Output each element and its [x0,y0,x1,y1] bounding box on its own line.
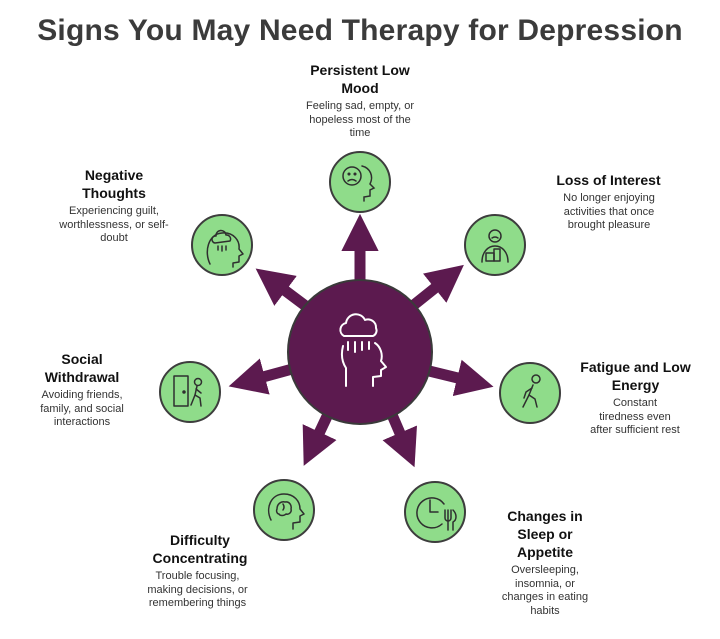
node-fatigue [499,362,561,424]
exit-door-icon [173,375,203,407]
heading-fatigue: Fatigue and Low Energy [580,359,691,393]
label-sleep-appetite: Changes in Sleep or Appetite Oversleepin… [495,507,595,618]
label-concentrating: Difficulty Concentrating Trouble focusin… [140,531,260,611]
node-negative-thoughts [191,214,253,276]
arrow-social-withdrawal [228,358,298,395]
sad-face-head-icon [342,165,376,202]
hub-rain-cloud-head-icon [339,313,387,387]
heading-sleep-appetite: Changes in Sleep or Appetite [507,508,583,560]
description-sleep-appetite: Oversleeping, insomnia, or changes in ea… [501,564,589,617]
description-fatigue: Constant tiredness even after sufficient… [590,397,680,436]
node-social-withdrawal [159,361,221,423]
node-persistent-low-mood [329,151,391,213]
node-sleep-appetite [404,481,466,543]
heading-social-withdrawal: Social Withdrawal [44,351,120,385]
heading-loss-of-interest: Loss of Interest [556,172,661,188]
heading-negative-thoughts: Negative Thoughts [82,167,146,201]
node-concentrating [253,479,315,541]
arrow-fatigue [423,359,494,397]
label-loss-of-interest: Loss of Interest No longer enjoying acti… [541,171,676,233]
clock-fork-icon [416,497,457,531]
heading-concentrating: Difficulty Concentrating [152,532,248,566]
description-loss-of-interest: No longer enjoying activities that once … [563,192,655,231]
description-social-withdrawal: Avoiding friends, family, and social int… [40,389,124,428]
label-social-withdrawal: Social Withdrawal Avoiding friends, fami… [26,350,138,430]
description-persistent-low-mood: Feeling sad, empty, or hopeless most of … [305,100,414,139]
brain-head-icon [267,493,305,530]
label-persistent-low-mood: Persistent Low Mood Feeling sad, empty, … [295,61,425,141]
description-concentrating: Trouble focusing, making decisions, or r… [147,570,248,609]
hub [287,279,433,425]
page-title: Signs You May Need Therapy for Depressio… [37,14,683,47]
label-negative-thoughts: Negative Thoughts Experiencing guilt, wo… [58,166,170,246]
node-loss-of-interest [464,214,526,276]
heading-persistent-low-mood: Persistent Low Mood [310,62,410,96]
label-fatigue: Fatigue and Low Energy Constant tirednes… [573,358,698,438]
description-negative-thoughts: Experiencing guilt, worthlessness, or se… [59,205,169,244]
bored-person-icon [481,229,509,263]
tired-walker-icon [522,374,541,408]
rain-cloud-head-icon [206,229,244,268]
